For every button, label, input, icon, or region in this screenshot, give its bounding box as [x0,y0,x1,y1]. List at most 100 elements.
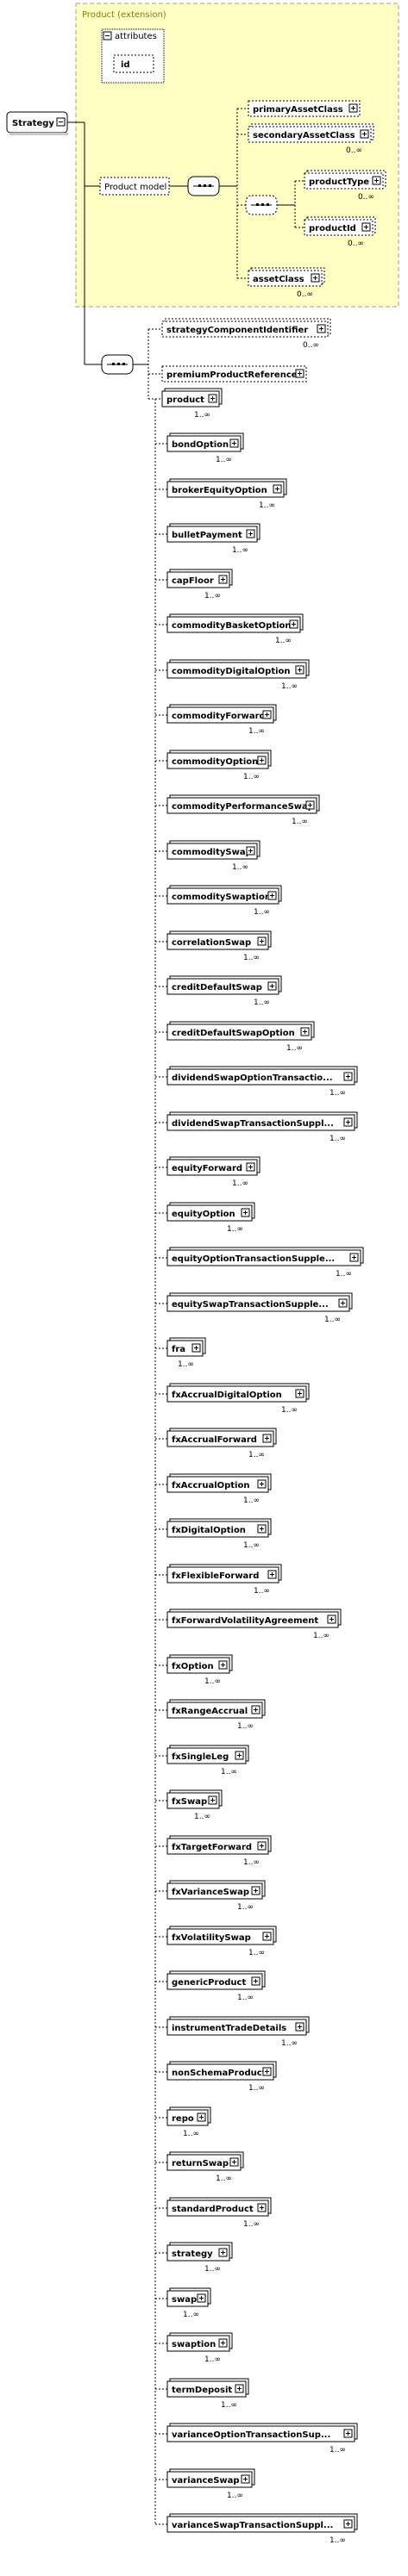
expand-icon[interactable] [241,1208,250,1217]
expand-icon[interactable] [262,710,272,719]
element-premium-product-reference[interactable]: premiumProductReference [161,365,307,383]
expand-icon[interactable] [246,529,255,538]
expand-icon[interactable] [262,2067,272,2076]
expand-icon[interactable] [251,1886,260,1895]
expand-icon[interactable] [251,1976,260,1986]
expand-icon[interactable] [300,1027,310,1036]
attributes-toggle-icon[interactable] [103,31,112,40]
choice-compositor-icon[interactable] [245,195,278,215]
expand-icon[interactable] [262,1932,272,1941]
expand-icon[interactable] [246,1162,255,1172]
element-equity-option-transaction-supple[interactable]: equityOptionTransactionSupple...1..∞ [166,1247,364,1279]
expand-icon[interactable] [218,2248,228,2257]
expand-icon[interactable] [338,1298,348,1308]
expand-icon[interactable] [361,222,371,232]
expand-icon[interactable] [197,2293,206,2303]
expand-icon[interactable] [257,2203,267,2212]
attribute-id-box[interactable] [113,54,154,73]
root-expand-icon[interactable] [56,117,66,127]
expand-icon[interactable] [218,575,228,584]
expand-icon[interactable] [218,1660,228,1670]
expand-icon[interactable] [295,2022,304,2032]
expand-icon[interactable] [267,1570,277,1579]
expand-icon[interactable] [273,484,282,494]
expand-icon[interactable] [246,846,255,856]
expand-icon[interactable] [257,936,267,946]
expand-icon[interactable] [267,981,277,991]
expand-icon[interactable] [257,1841,267,1851]
expand-icon[interactable] [343,1072,353,1081]
expand-icon[interactable] [235,1751,244,1760]
expand-icon[interactable] [257,1479,267,1489]
expand-icon[interactable] [229,2157,239,2167]
expand-icon[interactable] [305,800,315,810]
expand-icon[interactable] [360,129,369,139]
expand-icon[interactable] [241,2474,250,2484]
expand-icon[interactable] [251,1705,260,1714]
expand-icon[interactable] [208,1795,217,1805]
element-equity-swap-transaction-supple[interactable]: equitySwapTransactionSupple...1..∞ [166,1292,353,1324]
expand-icon[interactable] [218,2338,228,2348]
expand-icon[interactable] [349,1253,359,1262]
expand-icon[interactable] [197,2112,206,2122]
expand-icon[interactable] [348,103,358,113]
element-variance-option-transaction-sup[interactable]: varianceOptionTransactionSup...1..∞ [166,2423,358,2455]
element-primary-asset-class[interactable]: primaryAssetClass [248,100,361,117]
expand-icon[interactable] [343,1117,353,1127]
expand-icon[interactable] [317,324,326,333]
expand-icon[interactable] [257,756,267,765]
expand-icon[interactable] [257,1524,267,1534]
expand-icon[interactable] [208,394,217,403]
element-dividend-swap-transaction-suppl[interactable]: dividendSwapTransactionSuppl...1..∞ [166,1111,358,1143]
expand-icon[interactable] [327,1615,336,1624]
expand-icon[interactable] [267,891,277,900]
expand-icon[interactable] [229,439,239,448]
expand-icon[interactable] [295,665,304,675]
element-dividend-swap-option-transactio[interactable]: dividendSwapOptionTransactio...1..∞ [166,1066,358,1098]
